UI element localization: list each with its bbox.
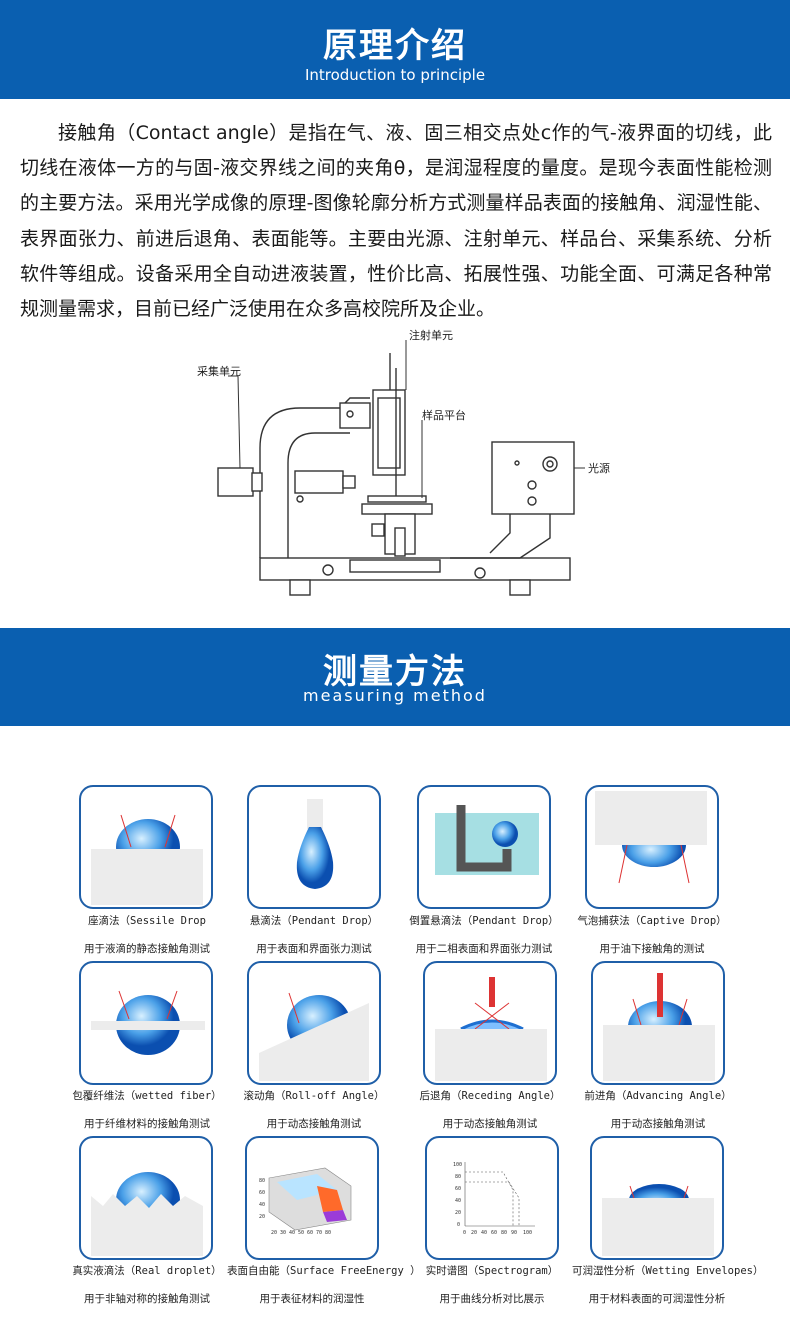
- label-acquisition: 采集单元: [197, 364, 241, 378]
- sfe-y-tick-3: 60: [259, 1190, 265, 1196]
- intro-paragraph: 接触角（Contact angle）是指在气、液、固三相交点处c作的气-液界面的…: [20, 122, 772, 321]
- spectrogram-x-tick-3: 40: [481, 1230, 487, 1236]
- sfe-x-tick-4: 50: [298, 1230, 304, 1236]
- principle-subtitle: Introduction to principle: [304, 66, 486, 84]
- method-caption-8: 前进角（Advancing Angle）: [584, 1090, 732, 1102]
- methods-title: 测量方法: [323, 652, 467, 692]
- principle-title: 原理介绍: [323, 26, 467, 66]
- method-desc-12: 用于材料表面的可润湿性分析: [588, 1293, 726, 1305]
- method-caption-9: 真实液滴法（Real droplet）: [72, 1265, 222, 1277]
- method-caption-6: 滚动角（Roll-off Angle）: [243, 1090, 385, 1102]
- method-caption-10: 表面自由能（Surface FreeEnergy ）: [227, 1265, 421, 1277]
- instrument-diagram: 采集单元 注射单元 样品平台 光源: [197, 328, 610, 596]
- method-caption-11: 实时谱图（Spectrogram）: [425, 1265, 559, 1277]
- sfe-y-tick-2: 40: [259, 1202, 265, 1208]
- sfe-x-tick-7: 80: [325, 1230, 331, 1236]
- sfe-x-tick-5: 60: [307, 1230, 313, 1236]
- method-caption-7: 后退角（Receding Angle）: [419, 1090, 561, 1102]
- method-caption-5: 包覆纤维法（wetted fiber）: [72, 1090, 222, 1102]
- spectrogram-y-tick-4: 60: [455, 1186, 461, 1192]
- real-droplet-image: [79, 1136, 213, 1260]
- roll-off-angle-image: [247, 961, 381, 1085]
- method-caption-3: 倒置悬滴法（Pendant Drop）: [409, 915, 559, 927]
- method-caption-4: 气泡捕获法（Captive Drop）: [577, 915, 727, 927]
- spectrogram-y-tick-6: 100: [453, 1162, 462, 1168]
- sfe-x-tick-2: 30: [280, 1230, 286, 1236]
- spectrogram-y-tick-1: 0: [457, 1222, 460, 1228]
- method-desc-1: 用于液滴的静态接触角测试: [84, 943, 210, 955]
- method-desc-9: 用于非轴对称的接触角测试: [84, 1293, 210, 1305]
- method-desc-3: 用于二相表面和界面张力测试: [415, 943, 553, 955]
- sessile-drop-image: [79, 785, 213, 909]
- method-desc-11: 用于曲线分析对比展示: [439, 1293, 545, 1305]
- methods-subtitle: measuring method: [303, 686, 487, 705]
- spectrogram-y-tick-2: 20: [455, 1210, 461, 1216]
- method-desc-7: 用于动态接触角测试: [442, 1118, 538, 1130]
- spectrogram-x-tick-2: 20: [471, 1230, 477, 1236]
- method-desc-8: 用于动态接触角测试: [610, 1118, 706, 1130]
- wetting-envelopes-image: [590, 1136, 724, 1260]
- method-desc-5: 用于纤维材料的接触角测试: [84, 1118, 210, 1130]
- label-light-source: 光源: [588, 461, 610, 475]
- principle-header: 原理介绍 Introduction to principle: [0, 0, 790, 99]
- spectrogram-image: 0 20 40 60 80 90 100 0 20 40 60 80 100: [425, 1136, 559, 1260]
- method-desc-2: 用于表面和界面张力测试: [256, 943, 372, 955]
- sfe-x-tick-1: 20: [271, 1230, 277, 1236]
- spectrogram-x-tick-5: 80: [501, 1230, 507, 1236]
- method-desc-10: 用于表征材料的润湿性: [259, 1293, 365, 1305]
- method-caption-2: 悬滴法（Pendant Drop）: [249, 915, 379, 927]
- receding-angle-image: [423, 961, 557, 1085]
- method-caption-12: 可润湿性分析（Wetting Envelopes）: [572, 1265, 764, 1277]
- inverted-pendant-drop-image: [417, 785, 551, 909]
- spectrogram-y-tick-3: 40: [455, 1198, 461, 1204]
- spectrogram-x-tick-4: 60: [491, 1230, 497, 1236]
- method-caption-1: 座滴法（Sessile Drop: [88, 915, 206, 927]
- pendant-drop-image: [247, 785, 381, 909]
- sfe-x-tick-6: 70: [316, 1230, 322, 1236]
- method-desc-6: 用于动态接触角测试: [266, 1118, 362, 1130]
- label-injection: 注射单元: [409, 328, 453, 342]
- spectrogram-x-tick-6: 90: [511, 1230, 517, 1236]
- sfe-x-tick-3: 40: [289, 1230, 295, 1236]
- methods-header: 测量方法 measuring method: [0, 628, 790, 726]
- advancing-angle-image: [591, 961, 725, 1085]
- spectrogram-y-tick-5: 80: [455, 1174, 461, 1180]
- surface-free-energy-image: 20 30 40 50 60 70 80 20 40 60 80: [245, 1136, 379, 1260]
- spectrogram-x-tick-1: 0: [463, 1230, 466, 1236]
- wetted-fiber-image: [79, 961, 213, 1085]
- captive-drop-image: [585, 785, 719, 909]
- label-stage: 样品平台: [422, 408, 466, 422]
- spectrogram-x-tick-7: 100: [523, 1230, 532, 1236]
- sfe-y-tick-4: 80: [259, 1178, 265, 1184]
- method-desc-4: 用于油下接触角的测试: [599, 943, 705, 955]
- sfe-y-tick-1: 20: [259, 1214, 265, 1220]
